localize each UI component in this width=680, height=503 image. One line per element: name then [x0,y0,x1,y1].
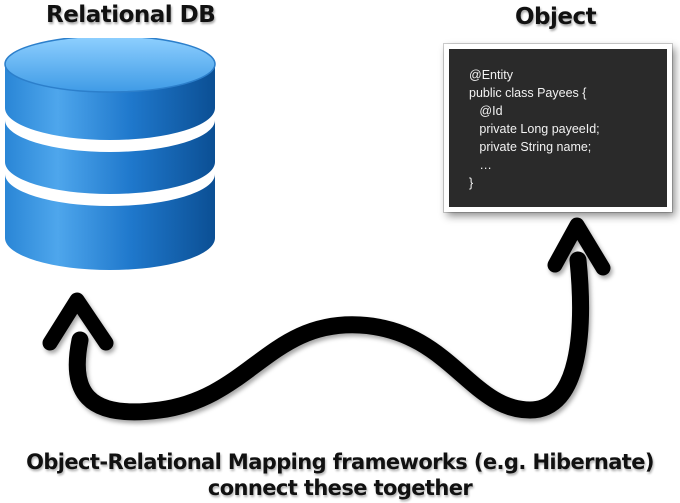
database-icon [4,38,216,270]
code-line: private Long payeeId; [469,122,600,136]
object-code-panel: @Entity public class Payees { @Id privat… [444,44,672,212]
caption-line-1: Object-Relational Mapping frameworks (e.… [26,450,654,474]
relational-db-title: Relational DB [46,2,216,28]
code-line: } [469,176,474,190]
code-line: @Entity [469,68,513,82]
code-line: @Id [469,104,503,118]
code-line: … [469,158,492,172]
caption-line-2: connect these together [207,476,473,500]
code-line: private String name; [469,140,592,154]
code-line: public class Payees { [469,86,587,100]
object-title: Object [515,4,597,30]
